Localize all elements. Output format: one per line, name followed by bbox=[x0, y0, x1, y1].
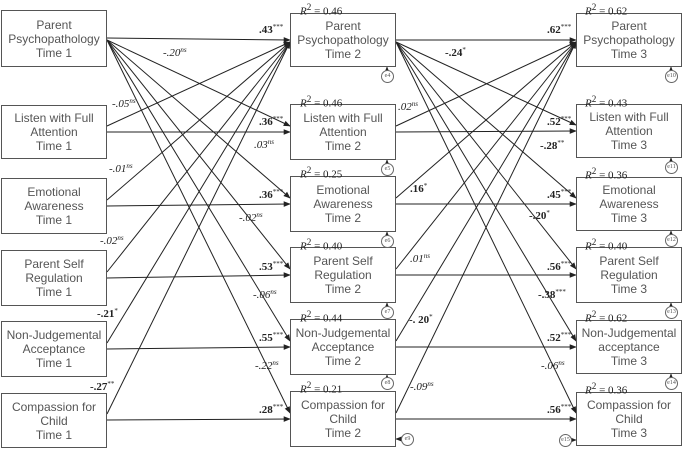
coef-cross-lagged: -.38*** bbox=[538, 288, 566, 302]
error-term-icon: e4 bbox=[381, 70, 394, 83]
r2-label: R2 = 0.46 bbox=[300, 2, 343, 18]
cross-lagged-arrow bbox=[395, 41, 577, 127]
box-listen-attention-t1: Listen with Full Attention Time 1 bbox=[1, 105, 107, 159]
r2-label: R2 = 0.46 bbox=[300, 94, 343, 110]
cross-lagged-arrow bbox=[106, 39, 291, 199]
box-self-regulation-t2: Parent Self Regulation Time 2 bbox=[290, 247, 396, 303]
coef-stability: .28*** bbox=[259, 403, 284, 417]
coef-stability: .36*** bbox=[259, 188, 284, 202]
error-term-icon: e8 bbox=[381, 377, 394, 390]
box-compassion-t1: Compassion for Child Time 1 bbox=[1, 393, 107, 448]
coef-cross-lagged: .03ns bbox=[254, 138, 274, 152]
stability-arrow bbox=[395, 128, 577, 134]
cross-lagged-arrow bbox=[106, 39, 291, 270]
r2-label: R2 = 0.36 bbox=[585, 166, 628, 182]
error-term-icon: e10 bbox=[665, 70, 678, 83]
coef-cross-lagged: -.02ns bbox=[100, 234, 124, 248]
box-parent-psychopathology-t1: Parent Psychopathology Time 1 bbox=[1, 10, 107, 67]
coef-cross-lagged: .16* bbox=[410, 182, 428, 196]
error-term-icon: e9 bbox=[401, 433, 414, 446]
box-non-judgemental-t3: Non-Judgemental acceptance Time 3 bbox=[576, 320, 682, 374]
error-term-icon: e11 bbox=[665, 161, 678, 174]
coef-cross-lagged: -.20ns bbox=[163, 46, 187, 60]
error-term-icon: e12 bbox=[665, 234, 678, 247]
box-self-regulation-t3: Parent Self Regulation Time 3 bbox=[576, 247, 682, 303]
cross-lagged-arrow bbox=[395, 41, 577, 342]
coef-cross-lagged: -.22ns bbox=[255, 359, 279, 373]
error-term-icon: e15 bbox=[559, 434, 572, 447]
cross-lagged-arrow bbox=[395, 41, 577, 270]
r2-label: R2 = 0.44 bbox=[300, 309, 343, 325]
coef-cross-lagged: .01ns bbox=[410, 252, 430, 266]
box-self-regulation-t1: Parent Self Regulation Time 1 bbox=[1, 250, 107, 306]
r2-label: R2 = 0.25 bbox=[300, 165, 343, 181]
coef-cross-lagged: -.27** bbox=[90, 380, 115, 394]
stability-arrow bbox=[106, 201, 291, 207]
cross-lagged-arrow bbox=[106, 41, 291, 127]
coef-cross-lagged: -. 20* bbox=[409, 313, 433, 327]
r2-label: R2 = 0.62 bbox=[585, 2, 628, 18]
error-term-icon: e7 bbox=[381, 306, 394, 319]
r2-label: R2 = 0.21 bbox=[300, 380, 343, 396]
error-term-icon: e14 bbox=[665, 377, 678, 390]
cross-lagged-arrow bbox=[395, 41, 577, 414]
error-term-icon: e6 bbox=[381, 235, 394, 248]
coef-stability: .52*** bbox=[547, 331, 572, 345]
cross-lagged-arrow bbox=[395, 41, 577, 199]
error-term-icon: e5 bbox=[381, 163, 394, 176]
stability-arrow bbox=[106, 37, 291, 43]
cross-lagged-arrow bbox=[106, 41, 291, 201]
box-non-judgemental-t2: Non-Judgemental Acceptance Time 2 bbox=[290, 319, 396, 375]
coef-stability: .52*** bbox=[547, 115, 572, 129]
box-parent-psychopathology-t2: Parent Psychopathology Time 2 bbox=[290, 13, 396, 67]
coef-cross-lagged: -.28** bbox=[540, 139, 565, 153]
box-compassion-t3: Compassion for Child Time 3 bbox=[576, 392, 682, 446]
coef-cross-lagged: -.06ns bbox=[253, 288, 277, 302]
cross-lagged-arrow bbox=[106, 41, 291, 273]
coef-cross-lagged: .02ns bbox=[398, 100, 418, 114]
coef-cross-lagged: -.06ns bbox=[541, 359, 565, 373]
coef-cross-lagged: -.02ns bbox=[239, 211, 263, 225]
error-term-icon: e13 bbox=[665, 306, 678, 319]
path-arrows bbox=[106, 37, 674, 443]
coef-stability: .56*** bbox=[547, 403, 572, 417]
box-compassion-t2: Compassion for Child Time 2 bbox=[290, 391, 396, 447]
coef-stability: .62*** bbox=[547, 23, 572, 37]
coef-stability: .45*** bbox=[547, 188, 572, 202]
box-emotional-awareness-t3: Emotional Awareness Time 3 bbox=[576, 177, 682, 231]
r2-label: R2 = 0.36 bbox=[585, 381, 628, 397]
coef-cross-lagged: -.09ns bbox=[410, 380, 434, 394]
coef-cross-lagged: -.20* bbox=[529, 209, 550, 223]
cross-lagged-arrow bbox=[106, 41, 291, 415]
box-parent-psychopathology-t3: Parent Psychopathology Time 3 bbox=[576, 13, 682, 67]
stability-arrow bbox=[106, 344, 291, 350]
coef-stability: .55*** bbox=[259, 331, 284, 345]
stability-arrow bbox=[106, 272, 291, 279]
r2-label: R2 = 0.62 bbox=[585, 309, 628, 325]
r2-label: R2 = 0.40 bbox=[300, 237, 343, 253]
coef-stability: .36*** bbox=[259, 115, 284, 129]
coef-cross-lagged: -.05ns bbox=[112, 97, 136, 111]
box-emotional-awareness-t2: Emotional Awareness Time 2 bbox=[290, 176, 396, 232]
r2-label: R2 = 0.43 bbox=[585, 94, 628, 110]
box-non-judgemental-t1: Non-Judgemental Acceptance Time 1 bbox=[1, 321, 107, 377]
coef-cross-lagged: -.01ns bbox=[109, 162, 133, 176]
coef-stability: .56*** bbox=[547, 260, 572, 274]
box-emotional-awareness-t1: Emotional Awareness Time 1 bbox=[1, 178, 107, 234]
coef-cross-lagged: -.21* bbox=[97, 307, 118, 321]
stability-arrow bbox=[106, 416, 291, 422]
coef-stability: .53*** bbox=[259, 260, 284, 274]
coef-cross-lagged: -.24* bbox=[445, 46, 466, 60]
box-listen-attention-t3: Listen with Full Attention Time 3 bbox=[576, 104, 682, 158]
coef-stability: .43*** bbox=[259, 23, 284, 37]
cross-lagged-arrow bbox=[106, 39, 291, 342]
cross-lagged-arrow bbox=[106, 39, 291, 414]
r2-label: R2 = 0.40 bbox=[585, 237, 628, 253]
box-listen-attention-t2: Listen with Full Attention Time 2 bbox=[290, 104, 396, 160]
cross-lagged-arrow bbox=[106, 39, 291, 127]
cross-lagged-arrow bbox=[106, 41, 291, 344]
